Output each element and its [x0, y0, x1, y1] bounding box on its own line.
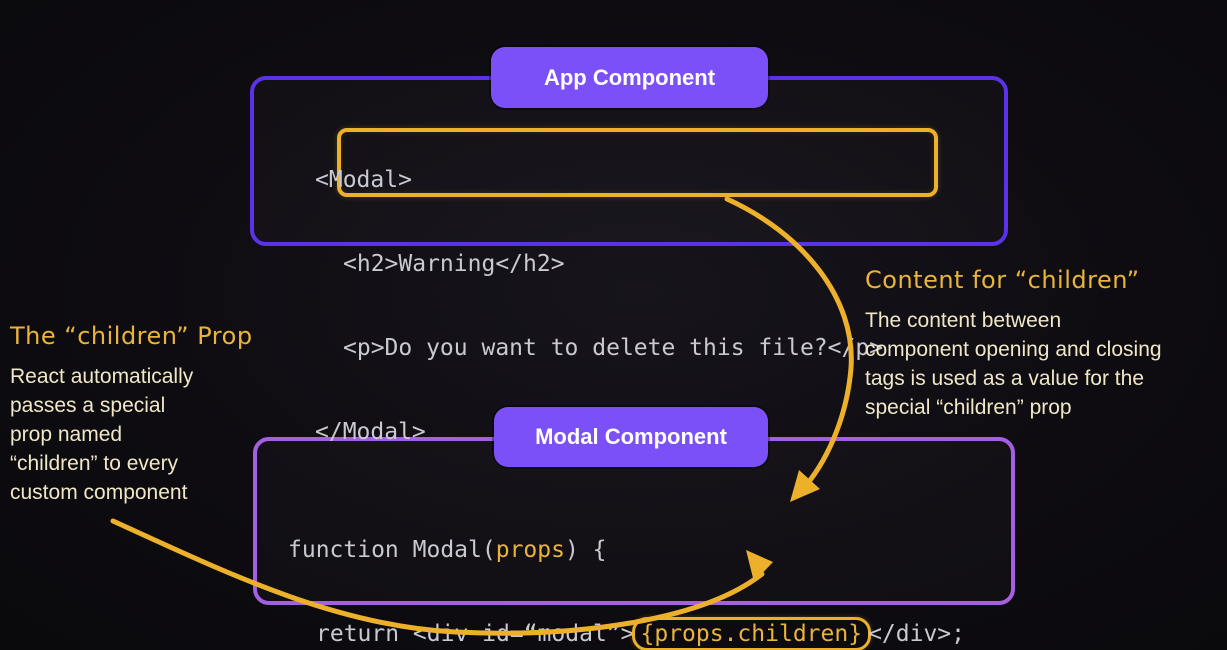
props-children-highlight-pill: {props.children} — [631, 617, 872, 650]
app-component-badge-label: App Component — [543, 64, 716, 90]
note-line: The content between — [865, 309, 1062, 332]
note-line: custom component — [10, 481, 188, 504]
content-for-children-note-heading: Content for “children” — [865, 266, 1140, 294]
note-line: tags is used as a value for the — [865, 367, 1144, 390]
note-line: passes a special — [10, 394, 166, 417]
app-component-code: <Modal> <h2>Warning</h2> <p>Do you want … — [315, 110, 883, 502]
function-signature-pre: function Modal( — [288, 537, 496, 563]
note-line: “children” to every — [10, 452, 179, 475]
function-signature-post: ) { — [564, 537, 607, 563]
modal-component-badge-label: Modal Component — [535, 424, 727, 449]
return-statement-post: </div>; — [868, 621, 965, 647]
code-line-p: <p>Do you want to delete this file?</p> — [343, 335, 884, 361]
code-line-modal-open: <Modal> — [315, 167, 412, 193]
modal-component-code: function Modal(props) { return <div id=“… — [288, 480, 965, 650]
children-content-highlight-box — [337, 128, 938, 197]
children-prop-note-body: React automatically passes a special pro… — [10, 362, 255, 507]
note-line: React automatically — [10, 365, 194, 388]
modal-component-badge: Modal Component — [494, 407, 768, 467]
code-line-modal-close: </Modal> — [315, 419, 426, 445]
note-line: prop named — [10, 423, 123, 446]
code-line-return: return <div id=“modal”>{props.children}<… — [288, 617, 965, 650]
content-for-children-note-body: The content between component opening an… — [865, 306, 1225, 422]
note-line: component opening and closing — [865, 338, 1162, 361]
content-for-children-note: Content for “children” The content betwe… — [865, 266, 1225, 422]
props-parameter: props — [495, 537, 565, 563]
note-line: special “children” prop — [865, 396, 1072, 419]
props-children-expression: {props.children} — [640, 621, 863, 647]
return-statement-pre: return <div id=“modal”> — [316, 621, 635, 647]
code-line-function: function Modal(props) { — [288, 536, 965, 564]
code-line-h2: <h2>Warning</h2> — [343, 251, 565, 277]
app-component-badge: App Component — [491, 47, 768, 108]
children-prop-note: The “children” Prop React automatically … — [10, 322, 255, 507]
children-prop-note-heading: The “children” Prop — [10, 322, 253, 350]
